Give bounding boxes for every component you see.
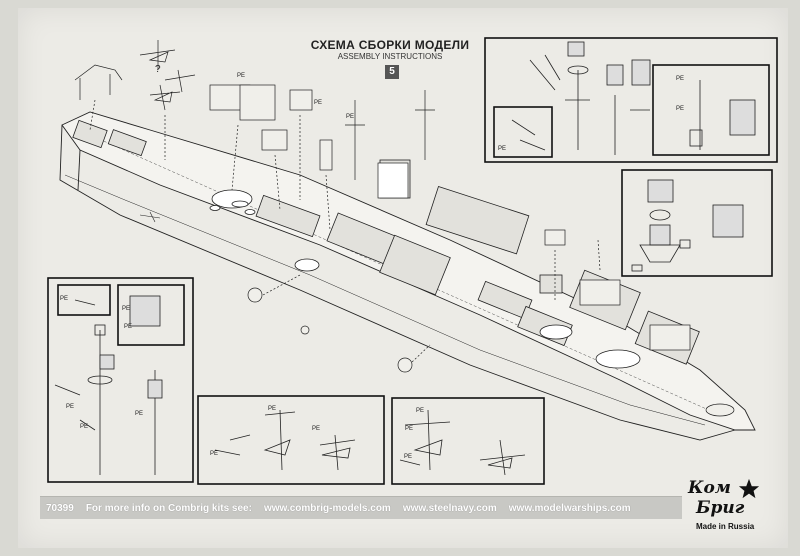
footer-link-modelwarships[interactable]: www.modelwarships.com: [508, 502, 631, 514]
pe-label: PE: [416, 408, 424, 414]
pe-label: PE: [676, 76, 684, 82]
question-mark: ?: [155, 64, 161, 75]
pe-label: PE: [404, 454, 412, 460]
pe-label: PE: [346, 114, 354, 120]
turret-mounts: [209, 189, 641, 369]
pe-label: PE: [498, 146, 506, 152]
pe-label: PE: [122, 306, 130, 312]
footer-bar: 70399 For more info on Combrig kits see:…: [40, 496, 682, 519]
footer-info-text: For more info on Combrig kits see:: [85, 502, 252, 514]
step-number-badge: 5: [385, 65, 399, 79]
brand-logo: Ком Бриг Made in Russia: [688, 478, 780, 538]
page-subtitle: ASSEMBLY INSTRUCTIONS: [337, 52, 443, 61]
inset-panels: [47, 37, 778, 485]
exploded-parts: [74, 40, 735, 417]
pe-label: PE: [60, 296, 68, 302]
pe-label: PE: [676, 106, 684, 112]
made-in-label: Made in Russia: [696, 522, 755, 531]
logo-line-2: Бриг: [696, 498, 745, 518]
pe-label: PE: [314, 100, 322, 106]
pe-label: PE: [237, 73, 245, 79]
pe-label: PE: [210, 451, 218, 457]
pe-label: PE: [66, 404, 74, 410]
pe-label: PE: [312, 426, 320, 432]
logo-line-1: Ком: [688, 478, 731, 498]
star-icon: [738, 478, 760, 499]
footer-link-steelnavy[interactable]: www.steelnavy.com: [402, 502, 497, 514]
inset-mast-details: [54, 41, 756, 476]
page-title: СХЕМА СБОРКИ МОДЕЛИ: [310, 38, 470, 52]
pe-label: PE: [405, 426, 413, 432]
pe-labels: PE PE PE PE PE PE PE PE PE PE PE PE PE P…: [60, 64, 684, 460]
pe-label: PE: [124, 324, 132, 330]
footer-link-combrig[interactable]: www.combrig-models.com: [263, 502, 391, 514]
pe-label: PE: [135, 411, 143, 417]
pe-label: PE: [80, 424, 88, 430]
pe-label: PE: [268, 406, 276, 412]
kit-number: 70399: [46, 502, 74, 514]
